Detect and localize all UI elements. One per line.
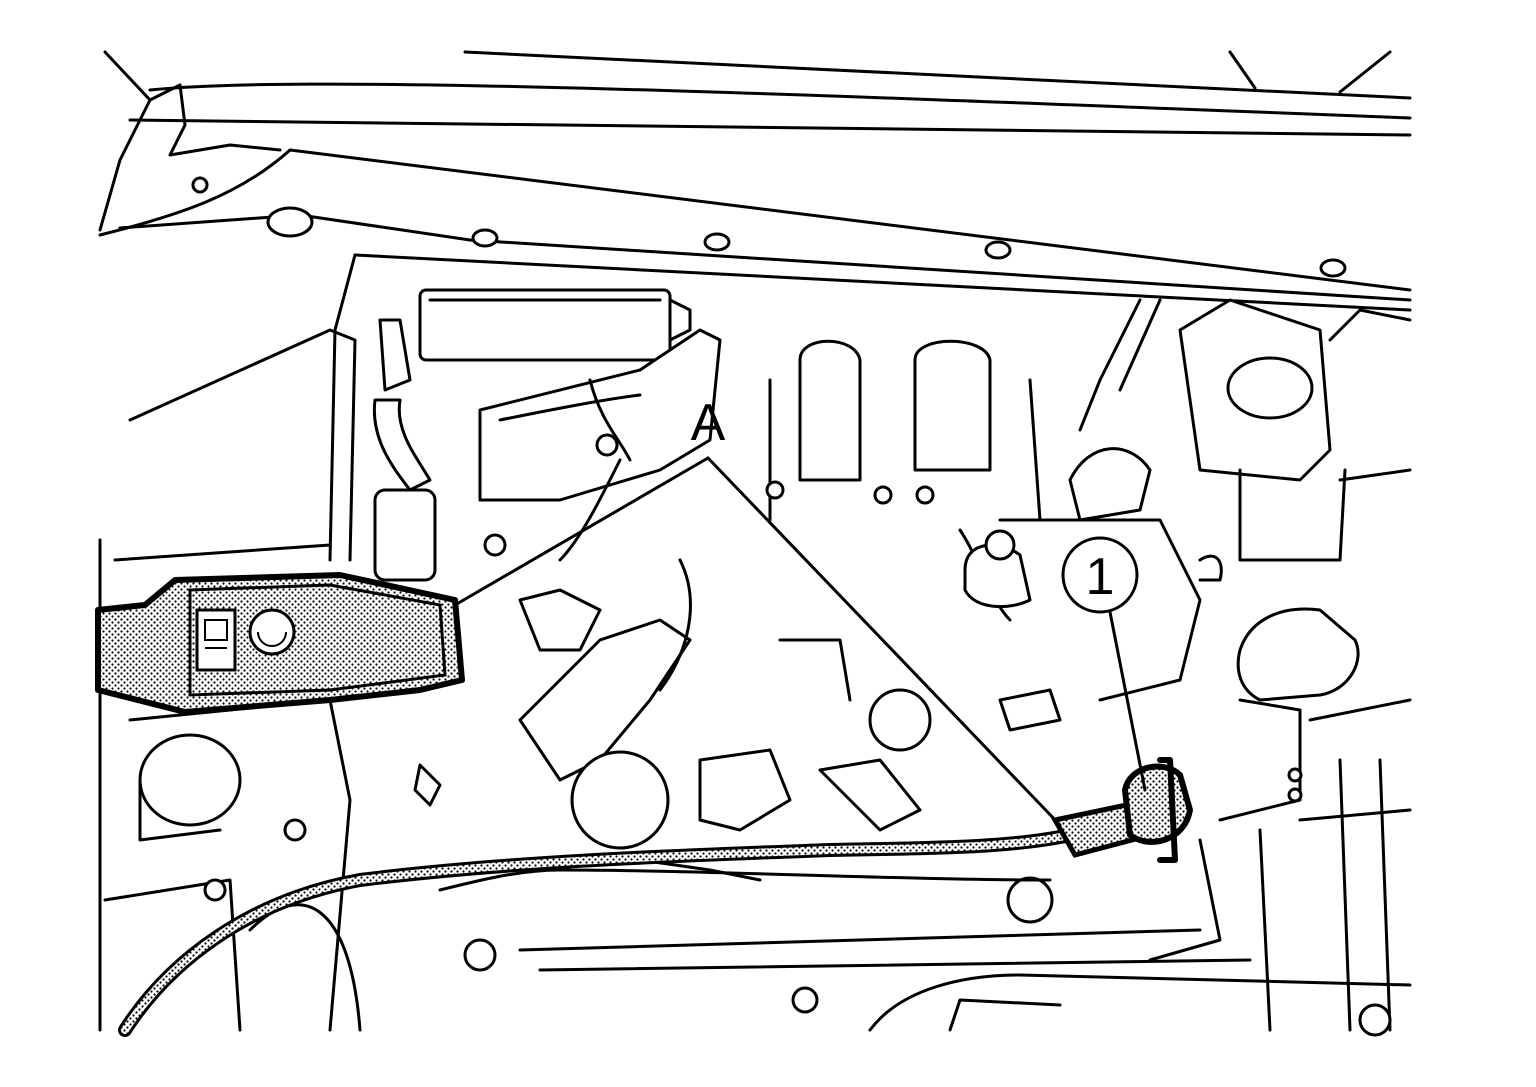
callout-1-leader xyxy=(1108,610,1147,792)
hood-bolts xyxy=(191,176,1347,278)
hoses-connectors xyxy=(413,433,1223,807)
engine-cover xyxy=(478,328,722,502)
right-brackets xyxy=(1078,298,1412,1032)
intake-manifold xyxy=(765,339,1042,522)
harness-connector-block xyxy=(95,572,465,715)
intake-pipe-left xyxy=(372,318,437,582)
relay-box xyxy=(418,288,692,362)
ground-terminal xyxy=(1122,757,1193,863)
part-number-label: 1 xyxy=(1086,548,1115,606)
brake-reservoir xyxy=(1178,298,1412,562)
view-a-triangle xyxy=(453,456,1062,827)
brake-booster xyxy=(998,447,1202,702)
lower-engine xyxy=(438,618,1412,1037)
view-label: A xyxy=(691,394,726,452)
callout-1-circle xyxy=(1061,536,1139,614)
hood-outline xyxy=(98,50,1412,312)
